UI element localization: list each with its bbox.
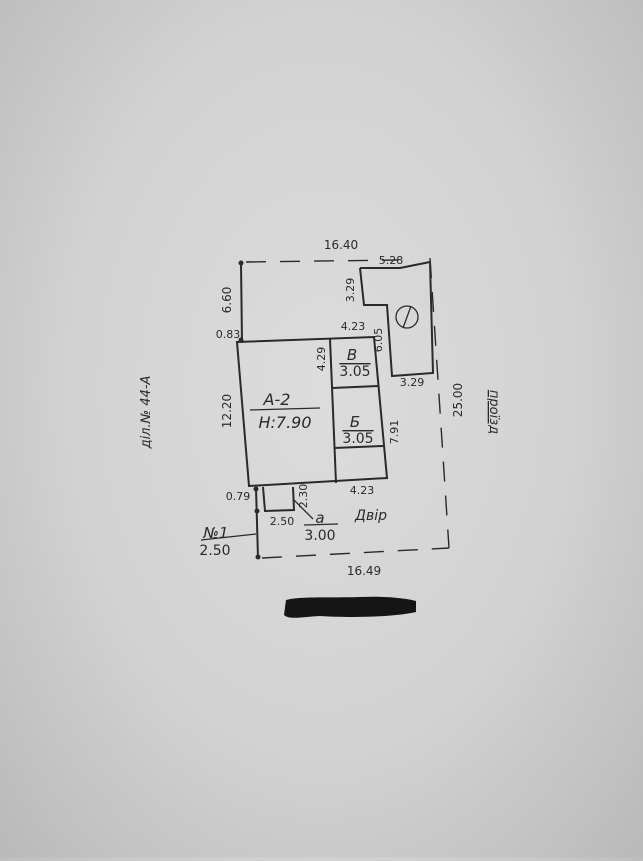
main-building-name: А-2: [263, 390, 291, 409]
porch-height-dimension: 2.30: [297, 484, 310, 509]
left-boundary-upper: [240, 261, 243, 344]
boundary-point: [255, 554, 261, 560]
room-b-value: 3.05: [339, 364, 370, 380]
room-v-height-dimension: 7.91: [388, 420, 401, 445]
shed-outline: [359, 260, 435, 378]
shed-vertical-dimension: 3.29: [344, 278, 357, 303]
left-offset-top-dimension: 0.83: [216, 328, 241, 341]
fence-value: 2.50: [199, 543, 230, 559]
porch-leader: [292, 498, 314, 520]
building-inner-wall: [329, 338, 337, 484]
bottom-boundary-line: [261, 547, 450, 559]
room-divider-top: [331, 385, 379, 389]
room-b-name: В: [347, 346, 357, 364]
building-height-dimension: 12.20: [220, 394, 234, 428]
top-total-dimension: 16.40: [324, 238, 358, 252]
top-right-dimension: 5.28: [379, 254, 404, 267]
room-v-value: 3.05: [342, 431, 373, 447]
building-label-divider: [249, 407, 321, 411]
shed-marker-circle: [395, 305, 419, 329]
fence-leader: [200, 533, 257, 541]
porch-outline: [262, 486, 296, 513]
road-label: проїзд: [486, 390, 501, 434]
porch-label-divider: [303, 523, 339, 526]
porch-name: а: [315, 509, 324, 527]
yard-label: Двір: [354, 508, 387, 524]
boundary-point: [238, 260, 244, 266]
room-divider-bottom: [333, 445, 384, 449]
shed-marker-stroke: [402, 305, 412, 329]
right-total-dimension: 25.00: [451, 383, 465, 417]
room-v-name: Б: [350, 413, 360, 431]
bottom-total-dimension: 16.49: [347, 564, 381, 578]
boundary-point: [253, 486, 259, 492]
main-building-height: Н:7.90: [258, 413, 311, 432]
porch-value: 3.00: [304, 528, 335, 544]
shed-bottom-dimension: 3.29: [400, 376, 425, 389]
left-upper-dimension: 6.60: [220, 287, 234, 314]
fence-name: №1: [202, 524, 228, 542]
left-boundary-lower: [255, 487, 259, 559]
room-b-height-dimension: 4.29: [315, 347, 328, 372]
left-offset-bottom-dimension: 0.79: [226, 490, 251, 503]
main-building-outline: [235, 335, 389, 488]
building-top-right-dimension: 4.23: [341, 320, 366, 333]
redaction-mark: [284, 596, 416, 618]
right-boundary-line: [429, 257, 450, 549]
parcel-label: діл.№ 44-А: [139, 376, 154, 450]
building-bottom-right-dimension: 4.23: [350, 484, 375, 497]
shed-height-dimension: 6.05: [372, 328, 385, 353]
porch-width-dimension: 2.50: [270, 515, 295, 528]
boundary-point: [254, 508, 260, 514]
top-boundary-line: [245, 259, 399, 263]
